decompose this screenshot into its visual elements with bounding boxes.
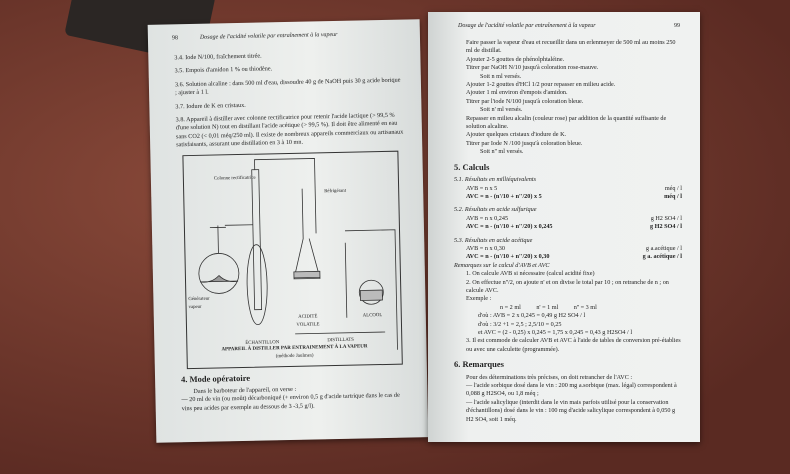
formula: AVB = n x 0,30 bbox=[466, 244, 505, 252]
procedure-line: Faire passer la vapeur d'eau et recueill… bbox=[466, 39, 676, 55]
procedure-line: Soit n ml versés. bbox=[480, 72, 522, 80]
procedure-line: Ajouter 1-2 gouttes d'HCl 1/2 pour repas… bbox=[466, 81, 616, 89]
formula: AVC = n - (n'/10 + n''/20) x 0,30 bbox=[466, 253, 550, 261]
procedure-line: Titrer par NaOH N/10 jusqu'à coloration … bbox=[466, 64, 599, 72]
page-number: 99 bbox=[674, 23, 680, 29]
left-header: 98 Dosage de l'acidité volatile par entra… bbox=[172, 30, 400, 43]
flask bbox=[198, 252, 240, 294]
calc-title: 5.1. Résultats en milliéquivalents bbox=[454, 176, 536, 184]
unit: méq / l bbox=[664, 184, 682, 192]
label-alcool: ALCOOL bbox=[362, 312, 383, 319]
procedure-line: Ajouter 1 ml environ d'empois d'amidon. bbox=[466, 89, 568, 97]
item: 3.5. Empois d'amidon 1 % ou thiodène. bbox=[174, 65, 273, 75]
left-page: 98 Dosage de l'acidité volatile par entra… bbox=[147, 19, 429, 443]
left-content: 3.4. Iode N/100, fraîchement titrée. 3.5… bbox=[174, 50, 410, 419]
unit: g H2 SO4 / l bbox=[650, 214, 682, 222]
remark-line: 2. On effectue n''/2, on ajoute n' et on… bbox=[466, 278, 669, 294]
remark-line: 1. On calcule AVB si nécessaire (calcul … bbox=[466, 270, 595, 278]
distillation-figure: Colonne rectificatrice Réfrigérant Génér… bbox=[182, 150, 403, 369]
calc-block-5-2: 5.2. Résultats en acide sulfurique AVB =… bbox=[454, 206, 682, 231]
running-header: Dosage de l'acidité volatile par entraîn… bbox=[199, 31, 338, 41]
procedure-line: Ajouter 2-5 gouttes de phénolphtaléine. bbox=[466, 55, 565, 63]
item: 3.6. Solution alcaline : dans 500 ml d'e… bbox=[174, 76, 401, 97]
remark-line: d'où : AVB = 2 x 0,245 = 0,49 g H2 SO4 /… bbox=[478, 312, 586, 320]
label-acidite: ACIDITÉ VOLATILE bbox=[296, 314, 320, 328]
remark-line: d'où : 3/2 +1 = 2,5 ; 2,5/10 = 0,25 bbox=[478, 320, 562, 328]
remark-line: 3. Il est commode de calculer AVB et AVC… bbox=[466, 337, 681, 353]
formula: AVC = n - (n'/10 + n''/20) x 5 bbox=[466, 192, 542, 200]
section-title: 4. Mode opératoire bbox=[180, 372, 251, 384]
procedure-line: Ajouter quelques cristaux d'iodure de K. bbox=[466, 131, 567, 139]
unit: g a. acétique / l bbox=[642, 253, 682, 261]
column bbox=[251, 168, 263, 310]
calc-title: 5.2. Résultats en acide sulfurique bbox=[454, 206, 537, 214]
unit: g a.acétique / l bbox=[645, 244, 682, 252]
remark-line: Exemple : bbox=[466, 295, 492, 303]
formula: AVB = n x 0,245 bbox=[466, 214, 509, 222]
right-page: Dosage de l'acidité volatile par entraîn… bbox=[428, 12, 700, 442]
item: 3.4. Iode N/100, fraîchement titrée. bbox=[174, 52, 262, 62]
calc-title: 5.3. Résultats en acide acétique bbox=[454, 236, 533, 244]
section-title: 5. Calculs bbox=[454, 161, 490, 172]
right-header: Dosage de l'acidité volatile par entraîn… bbox=[458, 22, 680, 30]
page-number: 98 bbox=[171, 35, 179, 42]
label-colonne: Colonne rectificatrice bbox=[213, 175, 256, 182]
procedure-line: Soit n'' ml versés. bbox=[480, 148, 524, 156]
section-title: 6. Remarques bbox=[454, 359, 504, 370]
formula: AVC = n - (n'/10 + n''/20) x 0,245 bbox=[466, 223, 553, 231]
procedure-line: Soit n' ml versés. bbox=[480, 106, 523, 114]
apparatus-drawing bbox=[198, 157, 398, 350]
remarks-title: Remarques sur le calcul d'AVB et AVC bbox=[454, 261, 550, 269]
procedure-line: Repasser en milieu alcalin (couleur rose… bbox=[466, 114, 667, 131]
running-header: Dosage de l'acidité volatile par entraîn… bbox=[458, 23, 596, 29]
label-refrigerant: Réfrigérant bbox=[324, 188, 347, 194]
remark-line: et AVC = (2 - 0,25) x 0,245 = 1,75 x 0,2… bbox=[478, 329, 633, 336]
remark-text: — l'acide salicylique (interdit dans le … bbox=[466, 398, 676, 423]
calc-block-5-1: 5.1. Résultats en milliéquivalents AVB =… bbox=[454, 176, 682, 201]
calc-block-5-3: 5.3. Résultats en acide acétique AVB = n… bbox=[454, 237, 682, 262]
procedure-line: Titrer par Iode N /100 jusqu'à coloratio… bbox=[466, 139, 583, 147]
unit: g H2 SO4 / l bbox=[650, 223, 682, 231]
remark-text: — l'acide sorbique dosé dans le vin : 20… bbox=[466, 382, 677, 398]
erlenmeyer bbox=[293, 188, 321, 279]
item: 3.8. Appareil à distiller avec colonne r… bbox=[175, 111, 404, 149]
item: 3.7. Iodure de K en cristaux. bbox=[175, 101, 246, 110]
remark-line: n = 2 ml n' = 1 ml n'' = 3 ml bbox=[500, 303, 597, 311]
remark-text: Pour des déterminations très précises, o… bbox=[466, 373, 633, 381]
text-line: — 20 ml de vin (ou moût) décarboniqué (+… bbox=[181, 392, 400, 413]
formula: AVB = n x 5 bbox=[466, 184, 498, 192]
label-generateur: Générateur vapeur bbox=[188, 296, 210, 311]
procedure-line: Titrer par l'iode N/100 jusqu'à colorati… bbox=[466, 97, 584, 105]
right-content: Faire passer la vapeur d'eau et recueill… bbox=[454, 39, 682, 424]
unit: méq / l bbox=[664, 192, 682, 200]
